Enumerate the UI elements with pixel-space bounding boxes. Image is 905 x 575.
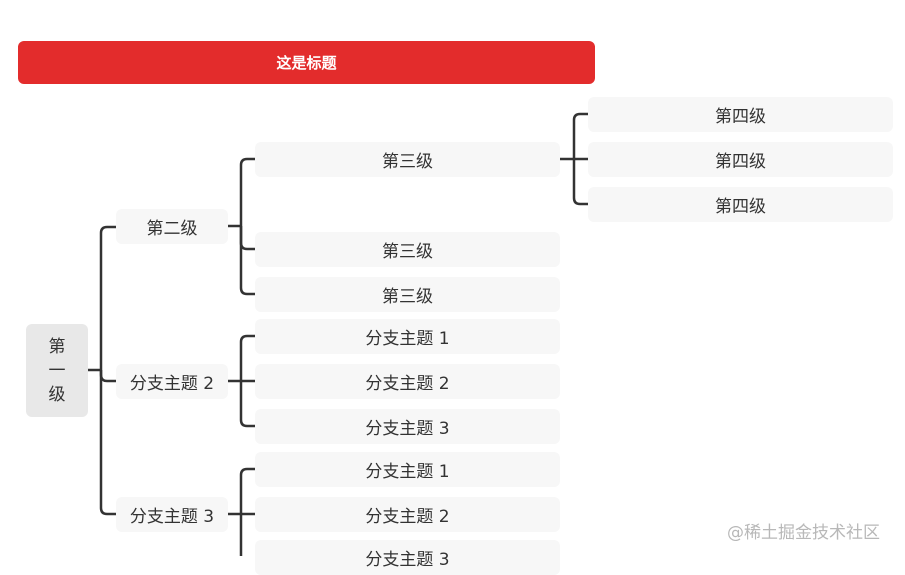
connector-g1-c3 [239, 226, 255, 296]
level2-node[interactable]: 第二级 [116, 209, 228, 244]
level4-node[interactable]: 第四级 [588, 187, 893, 222]
level2-node[interactable]: 分支主题 2 [116, 364, 228, 399]
level2-node[interactable]: 分支主题 3 [116, 497, 228, 532]
diagram-title[interactable]: 这是标题 [18, 41, 595, 84]
connector-g2-c3 [239, 381, 255, 428]
connector-g2-c1 [239, 334, 255, 381]
watermark: @稀土掘金技术社区 [727, 523, 880, 543]
level4-node[interactable]: 第四级 [588, 97, 893, 132]
level3-node[interactable]: 分支主题 3 [255, 540, 560, 575]
level3-node[interactable]: 第三级 [255, 142, 560, 177]
level3-node[interactable]: 分支主题 1 [255, 319, 560, 354]
connector-root-child-3 [99, 370, 116, 516]
connector-lines [88, 112, 588, 556]
root-char: 一 [48, 360, 66, 381]
connector-l3-c3 [572, 159, 588, 206]
level3-node[interactable]: 分支主题 3 [255, 409, 560, 444]
level3-node[interactable]: 分支主题 1 [255, 452, 560, 487]
root-char: 第 [48, 336, 66, 357]
level3-node[interactable]: 分支主题 2 [255, 364, 560, 399]
level4-node[interactable]: 第四级 [588, 142, 893, 177]
connector-g1-c1 [239, 157, 255, 226]
connector-g1-c2 [239, 226, 255, 251]
connector-g3-c1 [239, 467, 255, 514]
level3-node[interactable]: 分支主题 2 [255, 497, 560, 532]
connector-l3-c1 [572, 112, 588, 159]
root-node[interactable]: 第 一 级 [26, 324, 88, 417]
connector-root-child-2 [99, 370, 116, 383]
level3-node[interactable]: 第三级 [255, 277, 560, 312]
level3-node[interactable]: 第三级 [255, 232, 560, 267]
root-char: 级 [48, 384, 66, 405]
connector-root-child-1 [99, 225, 116, 370]
